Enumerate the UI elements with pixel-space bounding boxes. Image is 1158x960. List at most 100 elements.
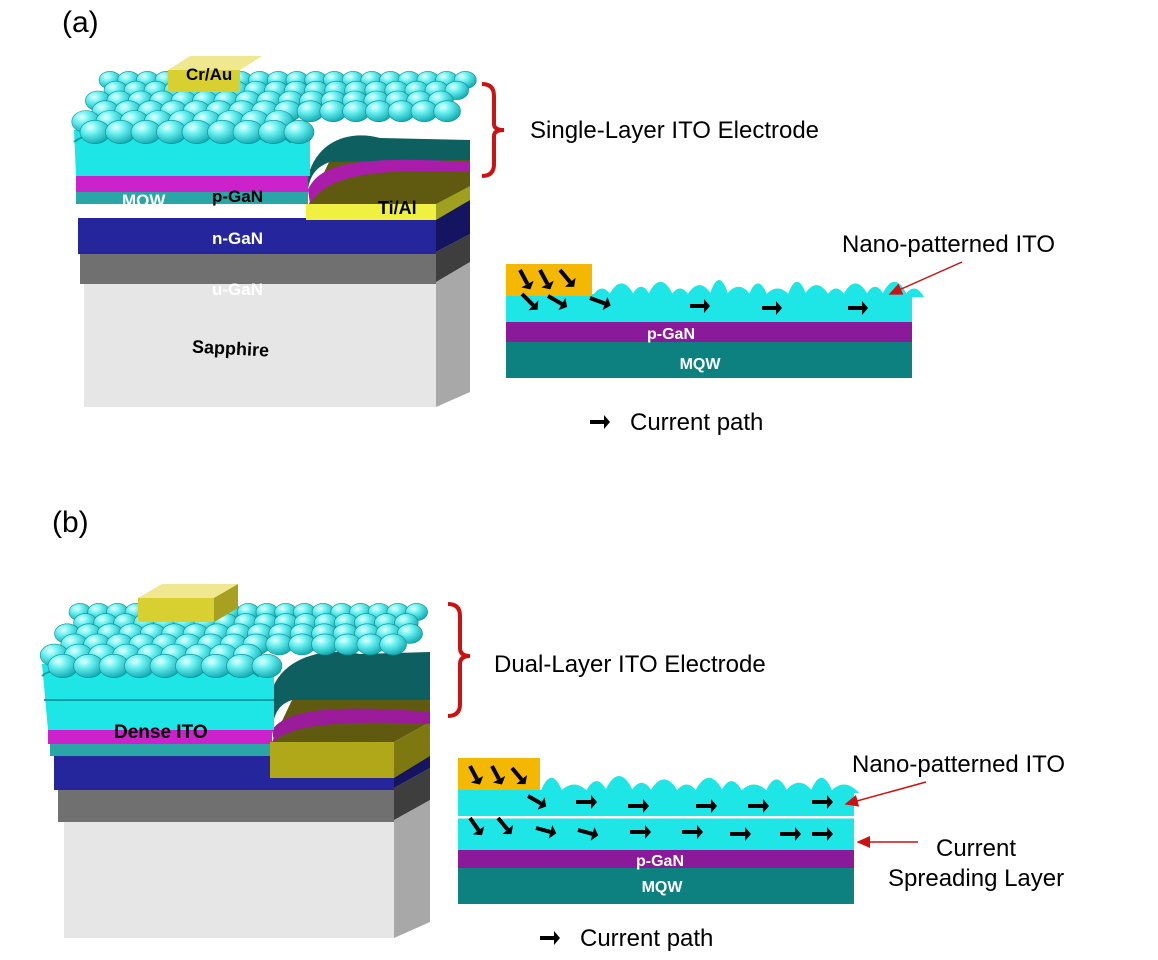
side-face bbox=[436, 234, 470, 282]
current-arrow bbox=[589, 296, 606, 306]
cs-ito-layer bbox=[506, 294, 912, 322]
mesa-wall bbox=[272, 651, 430, 730]
cross-section-a: p-GaN MQW bbox=[506, 264, 924, 378]
ito-bump bbox=[842, 283, 869, 297]
current-arrow-head bbox=[537, 797, 547, 810]
current-path-legend-b: Current path bbox=[540, 925, 713, 952]
u-gan-layer bbox=[58, 788, 394, 822]
ito-bump bbox=[881, 281, 908, 297]
n-contact-side bbox=[394, 722, 430, 778]
current-arrow-head bbox=[827, 795, 833, 809]
electrode-bracket-b bbox=[447, 602, 471, 718]
ito-bump bbox=[764, 288, 791, 297]
substrate-layer bbox=[64, 820, 394, 938]
current-path-text-a: Current path bbox=[630, 409, 763, 436]
current-arrow-head bbox=[492, 776, 506, 785]
cs-mqw-layer bbox=[506, 342, 912, 378]
current-arrow-head bbox=[590, 827, 599, 841]
cs-p-gan-layer bbox=[458, 850, 854, 868]
mqw-label: MQW bbox=[122, 191, 166, 210]
ito-bump bbox=[670, 288, 690, 297]
side-face bbox=[394, 800, 430, 938]
ito-bump bbox=[720, 781, 743, 793]
current-arrow-head bbox=[558, 297, 568, 311]
cs-ito-bumps bbox=[540, 776, 859, 793]
ito-bump bbox=[810, 777, 833, 793]
current-arrow-head bbox=[776, 301, 782, 315]
current-arrow-head bbox=[795, 827, 801, 841]
p-contact-front bbox=[138, 598, 214, 622]
current-arrow-head bbox=[502, 825, 513, 835]
current-arrow-head bbox=[591, 795, 597, 809]
current-arrow bbox=[510, 766, 524, 781]
current-arrow bbox=[558, 268, 572, 284]
ito-bump bbox=[631, 286, 651, 297]
panel-b-tag: (b) bbox=[52, 506, 89, 539]
nano-ito-pointer-a bbox=[888, 261, 963, 295]
electrode-label-b: Dual-Layer ITO Electrode bbox=[494, 651, 766, 678]
p-contact-top bbox=[138, 584, 238, 598]
ito-front bbox=[42, 664, 274, 730]
current-arrow-head bbox=[645, 825, 651, 839]
mesa-edge bbox=[308, 159, 470, 204]
ito-bump bbox=[803, 285, 830, 297]
cs-ito-layer bbox=[458, 790, 854, 816]
current-path-icon bbox=[590, 415, 610, 429]
n-contact-pad bbox=[270, 742, 394, 778]
device-3d-b: Dense ITO bbox=[39, 584, 430, 938]
current-arrow-head bbox=[711, 799, 717, 813]
ito-bump bbox=[540, 777, 563, 793]
current-arrow-head bbox=[528, 300, 539, 311]
current-arrow bbox=[535, 826, 552, 834]
current-arrow-head bbox=[697, 825, 703, 839]
p-gan-label: p-GaN bbox=[212, 187, 263, 206]
mqw-layer bbox=[50, 742, 272, 756]
ito-bump bbox=[787, 281, 807, 297]
ito-bump bbox=[686, 285, 713, 297]
ito-bump bbox=[784, 782, 814, 793]
electrode-bracket-a bbox=[481, 82, 505, 178]
current-arrow-head bbox=[548, 825, 557, 839]
cs-p-gan-label: p-GaN bbox=[636, 853, 684, 870]
ito-bump bbox=[608, 283, 635, 297]
ito-bump bbox=[630, 782, 653, 793]
current-arrow-head bbox=[472, 826, 485, 836]
current-arrow-head bbox=[643, 799, 649, 813]
mqw-layer bbox=[76, 190, 308, 204]
current-arrow-head bbox=[521, 280, 534, 290]
current-arrow-head bbox=[763, 799, 769, 813]
ito-bump bbox=[865, 286, 885, 297]
cross-section-b: p-GaN MQW bbox=[458, 758, 859, 904]
current-path-text-b: Current path bbox=[580, 925, 713, 952]
current-arrow bbox=[468, 765, 479, 781]
side-face bbox=[436, 200, 470, 252]
cs-p-gan-layer bbox=[506, 322, 912, 342]
u-gan-layer bbox=[80, 252, 436, 284]
nano-sphere bbox=[283, 120, 315, 145]
cs-contact-pad bbox=[458, 758, 540, 790]
cs-contact-pad bbox=[506, 264, 592, 296]
sapphire-label: Sapphire bbox=[192, 337, 270, 361]
spreading-label-line2: Spreading Layer bbox=[888, 865, 1064, 892]
panel-a-tag: (a) bbox=[62, 6, 99, 39]
ito-bump bbox=[694, 777, 724, 793]
ito-nano-surface bbox=[71, 71, 477, 145]
cs-mqw-label: MQW bbox=[642, 879, 684, 896]
ito-bump bbox=[748, 283, 768, 297]
ito-bump bbox=[709, 280, 729, 297]
ito-bump bbox=[765, 779, 788, 793]
ito-bump bbox=[559, 784, 589, 793]
ito-bump bbox=[647, 281, 674, 297]
cs-mqw-label: MQW bbox=[680, 356, 722, 373]
ito-bump bbox=[649, 779, 679, 793]
current-arrow-head bbox=[604, 415, 610, 429]
ito-bump bbox=[604, 776, 634, 793]
current-arrow bbox=[527, 794, 542, 806]
p-contact-front bbox=[168, 70, 240, 92]
current-arrow-head bbox=[470, 776, 484, 785]
current-path-arrows bbox=[518, 268, 868, 315]
current-arrow bbox=[490, 765, 501, 781]
ito-bump bbox=[904, 288, 924, 297]
p-contact-top bbox=[168, 56, 262, 70]
